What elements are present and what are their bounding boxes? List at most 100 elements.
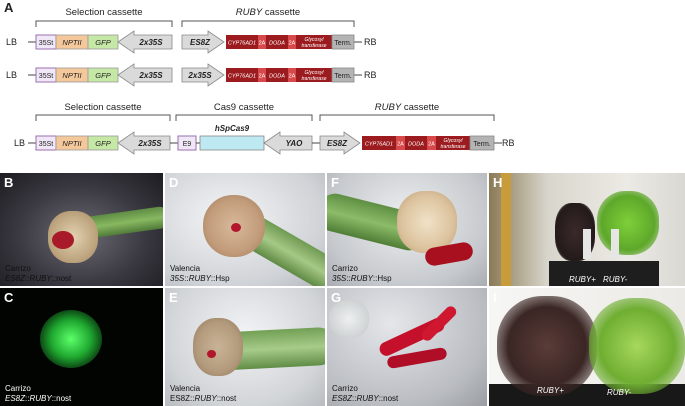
cyp76ad1-label: CYP76AD1 bbox=[228, 41, 256, 47]
ruby-minus-label: RUBY- bbox=[607, 388, 632, 397]
selection-cassette-label: Selection cassette bbox=[65, 7, 142, 18]
doda-box bbox=[405, 136, 427, 150]
green-plant bbox=[597, 191, 659, 255]
ruby-spot bbox=[52, 231, 74, 249]
glycosyl-box bbox=[436, 136, 470, 150]
nptii-label: NPTII bbox=[62, 38, 81, 47]
es8z-label: ES8Z bbox=[190, 38, 211, 47]
ruby-spot bbox=[231, 223, 241, 232]
panel-g-caption: Carrizo ES8Z::RUBY::nost bbox=[332, 384, 399, 403]
nptii-label: NPTII bbox=[62, 71, 81, 80]
promoter-2x35s-label: 2x35S bbox=[137, 139, 162, 148]
t2a-label-2: 2A bbox=[289, 41, 296, 47]
term-label: Term. bbox=[473, 141, 491, 148]
ruler bbox=[501, 173, 511, 286]
term-label: Term. bbox=[334, 73, 352, 80]
callus-shape bbox=[193, 318, 243, 376]
photo-panel-i: I RUBY+ RUBY- bbox=[489, 288, 685, 406]
ruby-cassette-label: RUBY cassette bbox=[375, 102, 439, 113]
hspcas9-label: hSpCas9 bbox=[215, 124, 250, 133]
ruby-cassette-label: RUBY cassette bbox=[236, 7, 300, 18]
panel-d-letter: D bbox=[169, 175, 179, 190]
t2a-label-2: 2A bbox=[289, 74, 296, 80]
panel-g-letter: G bbox=[331, 290, 342, 305]
promoter-2x35s-arrow bbox=[117, 63, 173, 87]
terminator-35st-label: 35St bbox=[39, 141, 53, 148]
doda-label: DODA bbox=[269, 41, 285, 47]
construct-diagram: A Selection cassette RUBY cassette LB RB… bbox=[4, 0, 515, 155]
glycosyl-label-2: transferase bbox=[301, 76, 326, 82]
panel-e-letter: E bbox=[169, 290, 178, 305]
glycosyl-label-2: transferase bbox=[301, 43, 326, 49]
panel-a-letter: A bbox=[4, 0, 14, 15]
es8z-arrow bbox=[319, 131, 361, 155]
yao-label: YAO bbox=[286, 139, 304, 148]
glycosyl-label-1: Glycosyl bbox=[305, 70, 325, 76]
doda-label: DODA bbox=[269, 74, 285, 80]
label-stake bbox=[583, 229, 591, 259]
t2a-box-1 bbox=[258, 35, 266, 49]
panel-c-letter: C bbox=[4, 290, 14, 305]
construct-1: Selection cassette RUBY cassette LB RB 3… bbox=[6, 7, 377, 54]
t2a-label-1: 2A bbox=[397, 142, 404, 148]
terminator-35st-label: 35St bbox=[39, 40, 53, 47]
photo-panel-b: B Carrizo ES8Z::RUBY::nost bbox=[0, 173, 163, 286]
panel-i-letter: I bbox=[493, 290, 497, 305]
selection-cassette-label: Selection cassette bbox=[64, 102, 141, 113]
green-plant bbox=[589, 298, 685, 394]
gfp-glow bbox=[40, 310, 102, 368]
gfp-label: GFP bbox=[95, 71, 110, 80]
panel-h-letter: H bbox=[493, 175, 503, 190]
construct-2: LB RB 35St NPTII GFP 2x35S 2x35S CYP76AD… bbox=[6, 63, 377, 87]
t2a-box-1 bbox=[258, 68, 266, 82]
t2a-box-2 bbox=[288, 68, 296, 82]
pot-tray bbox=[549, 261, 659, 286]
glycosyl-box bbox=[296, 35, 332, 49]
doda-box bbox=[266, 68, 288, 82]
label-stake bbox=[611, 229, 619, 259]
glycosyl-label-1: Glycosyl bbox=[444, 138, 464, 144]
nptii-label: NPTII bbox=[62, 139, 81, 148]
cyp76ad1-box bbox=[226, 35, 258, 49]
callus-shape bbox=[329, 300, 369, 338]
promoter-2x35s-label: 2x35S bbox=[138, 38, 163, 47]
photo-panel-h: H RUBY+ RUBY- bbox=[489, 173, 685, 286]
photo-panel-e: E Valencia ES8Z::RUBY::nost bbox=[165, 288, 325, 406]
right-border-label: RB bbox=[364, 70, 377, 80]
t2a-label-2: 2A bbox=[428, 142, 435, 148]
left-border-label: LB bbox=[14, 138, 25, 148]
gfp-label: GFP bbox=[95, 139, 110, 148]
ruby-spot bbox=[207, 350, 216, 358]
right-border-label: RB bbox=[364, 37, 377, 47]
panel-f-caption: Carrizo 35S::RUBY::Hsp bbox=[332, 264, 392, 283]
photo-panel-c: C Carrizo ES8Z::RUBY::nost bbox=[0, 288, 163, 406]
left-border-label: LB bbox=[6, 70, 17, 80]
terminator-35st-label: 35St bbox=[39, 73, 53, 80]
construct-3: Selection cassette Cas9 cassette RUBY ca… bbox=[14, 102, 515, 155]
t2a-box-1 bbox=[396, 136, 405, 150]
left-border-label: LB bbox=[6, 37, 17, 47]
panel-c-caption: Carrizo ES8Z::RUBY::nost bbox=[5, 384, 72, 403]
photo-panel-d: D Valencia 35S::RUBY::Hsp bbox=[165, 173, 325, 286]
hspcas9-box bbox=[199, 135, 265, 151]
cyp76ad1-box bbox=[226, 68, 258, 82]
panel-e-caption: Valencia ES8Z::RUBY::nost bbox=[170, 384, 237, 403]
t2a-label-1: 2A bbox=[259, 41, 266, 47]
photo-panel-g: G Carrizo ES8Z::RUBY::nost bbox=[327, 288, 487, 406]
panel-b-caption: Carrizo ES8Z::RUBY::nost bbox=[5, 264, 72, 283]
panel-b-letter: B bbox=[4, 175, 14, 190]
ruby-plus-label: RUBY+ bbox=[569, 275, 596, 284]
glycosyl-label-2: transferase bbox=[440, 144, 465, 150]
panel-f-letter: F bbox=[331, 175, 339, 190]
term-box bbox=[331, 67, 355, 83]
promoter-2x35s-right-arrow bbox=[181, 63, 225, 87]
ruby-minus-label: RUBY- bbox=[603, 275, 628, 284]
gfp-label: GFP bbox=[95, 38, 110, 47]
doda-box bbox=[266, 35, 288, 49]
cyp76ad1-box bbox=[362, 136, 396, 150]
promoter-2x35s-label: 2x35S bbox=[138, 71, 163, 80]
es8z-arrow bbox=[181, 30, 225, 54]
cas9-cassette-label: Cas9 cassette bbox=[214, 102, 274, 113]
panel-d-caption: Valencia 35S::RUBY::Hsp bbox=[170, 264, 230, 283]
photo-panel-f: F Carrizo 35S::RUBY::Hsp bbox=[327, 173, 487, 286]
